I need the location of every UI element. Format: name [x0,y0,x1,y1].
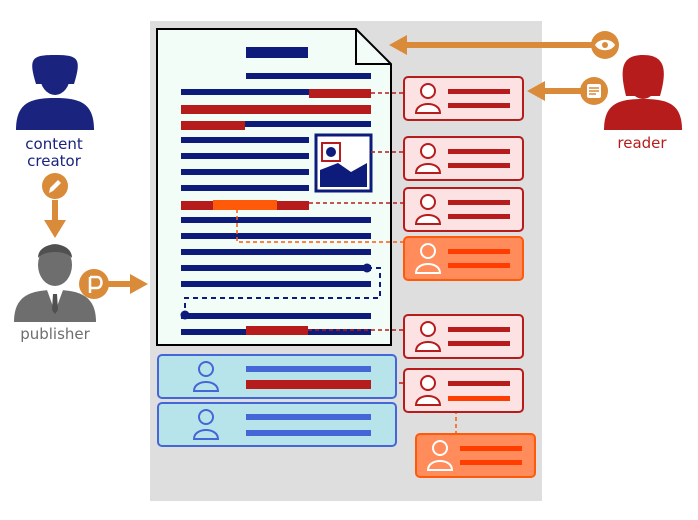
text-line [181,185,309,191]
publisher-avatar [14,244,96,322]
text-line [181,249,371,255]
text-line [181,313,371,319]
text-line [181,137,309,143]
internal-link-connector [180,263,381,320]
reader-view-arrow [389,35,593,55]
user-icon [414,194,442,225]
text-line [181,169,309,175]
annotation-card[interactable] [403,136,524,181]
text-line [181,153,309,159]
text-line [181,217,371,223]
publisher-to-document-arrow [108,274,148,294]
publish-icon [79,269,109,299]
user-icon [414,83,442,114]
annotation-card[interactable] [403,76,524,121]
doc-title-line [246,47,308,58]
text-line [181,233,371,239]
publisher-label: publisher [20,325,90,343]
reader-comment-arrow [527,81,583,101]
text-line [181,121,371,127]
creator-to-publisher-arrow [44,200,66,238]
user-icon [426,440,454,471]
highlight-orange [213,200,277,210]
user-icon [414,243,442,274]
text-line [246,73,371,79]
annotation-card[interactable] [403,314,524,359]
annotation-card[interactable] [403,187,524,232]
annotation-card-blue[interactable] [157,354,397,399]
image-icon [314,133,373,193]
user-icon [192,409,220,440]
user-icon [414,143,442,174]
annotation-card-orange[interactable] [403,236,524,281]
text-line [181,89,371,95]
text-line [181,281,371,287]
annotation-card[interactable] [403,368,524,413]
user-icon [192,361,220,392]
user-icon [414,375,442,406]
content-creator-avatar [16,55,94,130]
reader-avatar [604,55,682,130]
content-creator-label-line1: content [25,135,83,153]
pencil-icon [42,173,68,199]
eye-icon [591,31,619,59]
annotation-card-orange[interactable] [415,433,536,478]
annotation-card-blue[interactable] [157,402,397,447]
content-creator-label-line2: creator [27,152,82,170]
reader-label: reader [617,134,667,152]
text-line [181,265,371,271]
comment-icon [580,77,608,105]
user-icon [414,321,442,352]
